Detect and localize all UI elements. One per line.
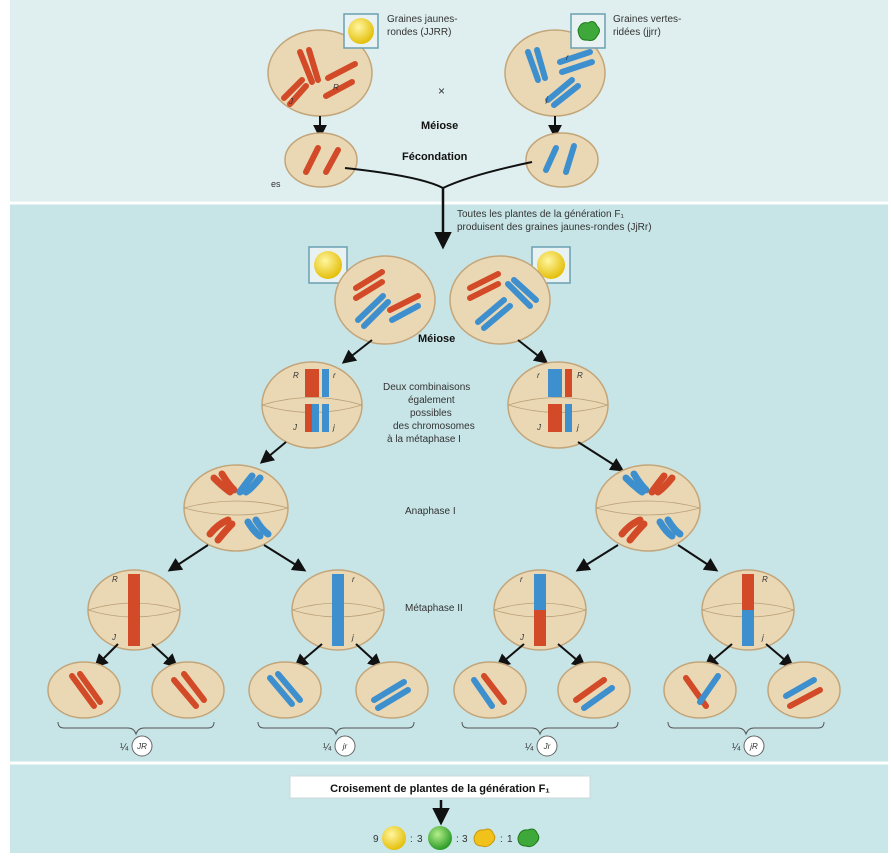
cross-symbol: × xyxy=(438,84,445,98)
svg-text:j: j xyxy=(332,423,335,432)
parent-left-label-1: Graines jaunes- xyxy=(387,14,458,25)
fertilization-label: Fécondation xyxy=(402,151,468,163)
ratio-sep-3: : xyxy=(500,834,503,845)
svg-text:j: j xyxy=(761,633,764,642)
ratio-sep-1: : xyxy=(410,834,413,845)
svg-text:JR: JR xyxy=(136,742,147,751)
ratio-1: 1 xyxy=(507,834,513,845)
svg-text:r: r xyxy=(333,371,336,380)
middle-band xyxy=(10,203,888,763)
metaphase2-label: Métaphase II xyxy=(405,603,463,614)
gamete-2 xyxy=(151,661,225,719)
svg-text:R: R xyxy=(333,83,339,92)
svg-text:J: J xyxy=(519,633,525,642)
gametes-fragment: es xyxy=(271,179,281,189)
green-round-seed-icon xyxy=(428,826,452,850)
gamete-group-label-1: ¼ JR xyxy=(120,735,153,757)
svg-text:J: J xyxy=(111,633,117,642)
ratio-sep-2: : xyxy=(456,834,459,845)
svg-text:r: r xyxy=(537,371,540,380)
yellow-round-seed-icon xyxy=(382,826,406,850)
green-wrinkled-seed-icon xyxy=(517,828,540,848)
f1-text-1: Toutes les plantes de la génération F₁ xyxy=(457,209,624,220)
gamete-5 xyxy=(453,661,527,719)
svg-text:¼: ¼ xyxy=(525,741,534,753)
svg-text:j: j xyxy=(351,633,354,642)
metaphase1-cell-right: r R J j xyxy=(507,361,609,449)
gamete-8 xyxy=(767,661,841,719)
svg-text:j: j xyxy=(545,95,548,104)
yellow-seed-icon-f1-right xyxy=(537,251,565,279)
gamete-group-label-2: ¼ jr xyxy=(323,735,356,757)
yellow-seed-icon-f1-left xyxy=(314,251,342,279)
metaphase2-cell-3: r J xyxy=(493,569,587,651)
svg-text:j: j xyxy=(576,423,579,432)
metaphase1-text-4: des chromosomes xyxy=(393,421,475,432)
metaphase1-text-2: également xyxy=(408,395,455,406)
parent-left-label-2: rondes (JJRR) xyxy=(387,27,451,38)
parent-right-label-2: ridées (jjrr) xyxy=(613,27,661,38)
parent-cell-green: j r xyxy=(504,29,606,117)
svg-text:R: R xyxy=(112,575,118,584)
svg-text:J: J xyxy=(536,423,542,432)
top-band xyxy=(10,0,888,203)
ratio-9: 9 xyxy=(373,834,379,845)
gamete-cell-yellow xyxy=(284,132,358,188)
anaphase1-label: Anaphase I xyxy=(405,506,456,517)
cross-title: Croisement de plantes de la génération F… xyxy=(330,783,550,795)
svg-text:r: r xyxy=(520,575,523,584)
svg-text:Jr: Jr xyxy=(543,742,551,751)
metaphase2-cell-2: r j xyxy=(291,569,385,651)
svg-text:r: r xyxy=(352,575,355,584)
svg-text:r: r xyxy=(566,53,569,62)
gamete-group-label-4: ¼ jR xyxy=(732,735,765,757)
meiosis-label-f1: Méiose xyxy=(418,333,455,345)
svg-text:R: R xyxy=(762,575,768,584)
yellow-seed-icon xyxy=(348,18,374,44)
metaphase1-text-3: possibles xyxy=(410,408,452,419)
anaphase1-cell-right xyxy=(595,464,701,552)
gamete-7 xyxy=(663,661,737,719)
svg-text:J: J xyxy=(292,423,298,432)
parent-right-label-1: Graines vertes- xyxy=(613,14,681,25)
svg-text:¼: ¼ xyxy=(323,741,332,753)
gamete-6 xyxy=(557,661,631,719)
gamete-1 xyxy=(47,661,121,719)
svg-text:¼: ¼ xyxy=(120,741,129,753)
svg-text:¼: ¼ xyxy=(732,741,741,753)
cross-title-box xyxy=(289,775,591,799)
anaphase1-cell-left xyxy=(183,464,289,552)
metaphase2-cell-4: R j xyxy=(701,569,795,651)
metaphase1-text-5: à la métaphase I xyxy=(387,434,461,445)
ratio-3a: 3 xyxy=(417,834,423,845)
metaphase2-cell-1: R J xyxy=(87,569,181,651)
metaphase1-cell-left: R r J j xyxy=(261,361,363,449)
parent-cell-yellow: J R xyxy=(267,29,373,117)
gamete-group-label-3: ¼ Jr xyxy=(525,735,558,757)
svg-text:jR: jR xyxy=(749,742,758,751)
gamete-cell-green xyxy=(525,132,599,188)
f1-cell-right xyxy=(449,255,551,345)
svg-text:R: R xyxy=(293,371,299,380)
yellow-wrinkled-seed-icon xyxy=(473,828,496,848)
f1-text-2: produisent des graines jaunes-rondes (Jj… xyxy=(457,222,652,233)
meiosis-label-top: Méiose xyxy=(421,120,458,132)
metaphase1-text-1: Deux combinaisons xyxy=(383,382,470,393)
f1-cell-left xyxy=(334,255,436,345)
wrinkled-green-seed-icon xyxy=(577,21,600,41)
gamete-4 xyxy=(355,661,429,719)
gamete-3 xyxy=(248,661,322,719)
svg-text:J: J xyxy=(288,97,294,106)
ratio-3b: 3 xyxy=(462,834,468,845)
svg-text:jr: jr xyxy=(342,742,348,751)
svg-text:R: R xyxy=(577,371,583,380)
